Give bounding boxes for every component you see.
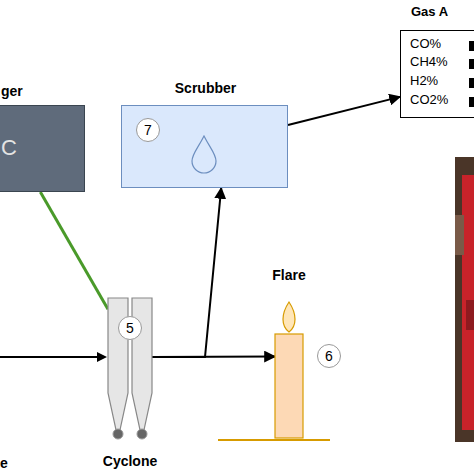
reading-name: CH4% (410, 55, 448, 69)
cut-label: e (0, 456, 8, 471)
box-heading: Gas A (411, 5, 448, 19)
reading-name: CO% (410, 37, 441, 51)
flare-stack (275, 334, 303, 438)
photo-frame (455, 157, 474, 442)
flare-base (218, 439, 330, 441)
part-name: Cyclone (86, 454, 174, 469)
drop-icon (192, 136, 216, 173)
part-name: Flare (255, 268, 323, 283)
analyzer-box: Gas ACO%CH4%H2%CO2% (400, 30, 474, 118)
box-heading: ger (1, 84, 23, 99)
callout-number: 5 (118, 316, 142, 340)
scrubber-box: Scrubber7 (121, 105, 288, 188)
reading-name: H2% (410, 74, 438, 88)
reading-name: CO2% (410, 93, 448, 107)
reading-bar (469, 59, 474, 69)
flow-connector (152, 356, 275, 358)
reading-bar (469, 78, 474, 88)
box-heading: Scrubber (122, 81, 289, 96)
photo-detail (466, 300, 474, 330)
flow-connector (288, 97, 400, 125)
flare-symbol: Flare6 (275, 300, 303, 438)
flame (283, 302, 295, 332)
shape-art (275, 300, 303, 438)
flow-connector (40, 192, 108, 309)
box-text: C (1, 136, 17, 160)
photo-detail (455, 215, 464, 255)
cyclone-symbol: Cyclone5 (108, 298, 152, 440)
flow-connector (152, 188, 221, 357)
inlet-line (0, 356, 100, 358)
photo-red-unit (462, 175, 474, 430)
callout-number: 6 (317, 344, 341, 368)
callout-number: 7 (136, 118, 160, 142)
heater-box: gerC (0, 105, 85, 192)
reading-bar (469, 41, 474, 51)
cyclone-valve (113, 429, 123, 439)
cyclone-valve (137, 429, 147, 439)
reading-bar (469, 97, 474, 107)
inlet-arrowhead (97, 352, 107, 362)
